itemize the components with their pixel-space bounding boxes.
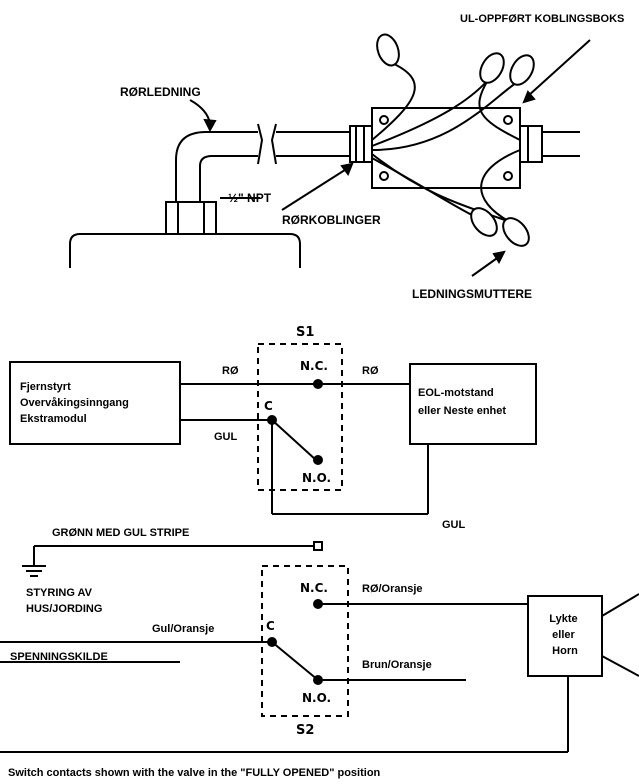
s2-name: S2 [296,723,314,738]
s2-nc-wire: RØ/Oransje [362,583,423,595]
wire-nut [479,52,505,84]
s2-device-line-1: Lyktе [549,613,577,625]
leader-arrows [189,39,591,277]
s2-ground-wire: GRØNN MED GUL STRIPE [52,527,189,539]
switch-s1-enclosure [257,343,343,491]
s2-ground-line-1: STYRING AV [26,587,93,599]
s1-wire-yellow-bottom: GUL [442,519,466,531]
s1-c-label: C [264,399,273,413]
npt-label: ½" NPT [228,191,272,205]
s2-common-wire: Gul/Oransje [152,623,214,635]
junction-box-label: UL-OPPFØRT KOBLINGSBOKS [460,13,624,25]
junction-box [371,107,521,189]
s2-ground-label: STYRING AV HUS/JORDING [26,587,102,615]
s1-left-line-3: Ekstramodul [20,413,87,425]
conduit-elbow [175,131,258,202]
s1-wire-red-left: RØ [222,365,239,377]
s1-left-box-text: Fjernstyrt Overvåkingsinngang Ekstramodu… [20,381,132,425]
s2-nc-label: N.C. [300,581,328,595]
npt-fitting [165,201,217,235]
mechanical-drawing [69,33,580,268]
s2-no-wire: Brun/Oransje [362,659,432,671]
s1-left-box [9,361,181,445]
s1-wire-red-right: RØ [362,365,379,377]
junction-box-label-text: UL-OPPFØRT KOBLINGSBOKS [460,13,624,25]
s2-ground-line-2: HUS/JORDING [26,603,102,615]
s1-no-contact [313,455,323,465]
coupling-left [349,125,373,163]
s1-nc-label: N.C. [300,359,328,373]
s1-right-line-1: EOL-motstand [418,387,494,399]
wirenut-label: LEDNINGSMUTTERE [412,287,532,301]
s1-name: S1 [296,325,314,340]
s2-device-line-2: eller [552,629,575,641]
s2-no-contact [313,675,323,685]
wire-nut [376,33,400,67]
s2-no-label: N.O. [302,691,331,705]
s2-device-line-3: Horn [552,645,578,657]
s2-contacts [267,599,323,685]
switch-s2-group [0,541,639,753]
s2-device-box [527,595,603,677]
s1-wire-yellow: GUL [214,431,238,443]
s2-device-text: Lyktе eller Horn [549,613,580,657]
footer-note: Switch contacts shown with the valve in … [8,767,381,779]
switch-s1-group [9,343,537,515]
s1-right-box-text: EOL-motstand eller Neste enhet [418,387,506,417]
s1-no-label: N.O. [302,471,331,485]
s1-contacts [267,379,323,465]
actuator-body [69,233,301,268]
wire-nut [509,54,535,86]
s1-right-box [409,363,537,445]
coupling-label: RØRKOBLINGER [282,213,381,227]
conduit-label: RØRLEDNING [120,85,201,99]
wire-nut [502,217,530,247]
s2-c-contact [267,637,277,647]
s2-c-label: C [266,619,275,633]
s2-nc-contact [313,599,323,609]
s1-c-contact [267,415,277,425]
s2-supply-label: SPENNINGSKILDE [10,651,108,663]
ground-terminal [313,541,323,551]
s1-right-line-2: eller Neste enhet [418,405,506,417]
s1-left-line-1: Fjernstyrt [20,381,71,393]
s1-left-line-2: Overvåkingsinngang [20,397,129,409]
s1-nc-contact [313,379,323,389]
wire-nut [470,207,498,237]
coupling-right [519,125,543,163]
